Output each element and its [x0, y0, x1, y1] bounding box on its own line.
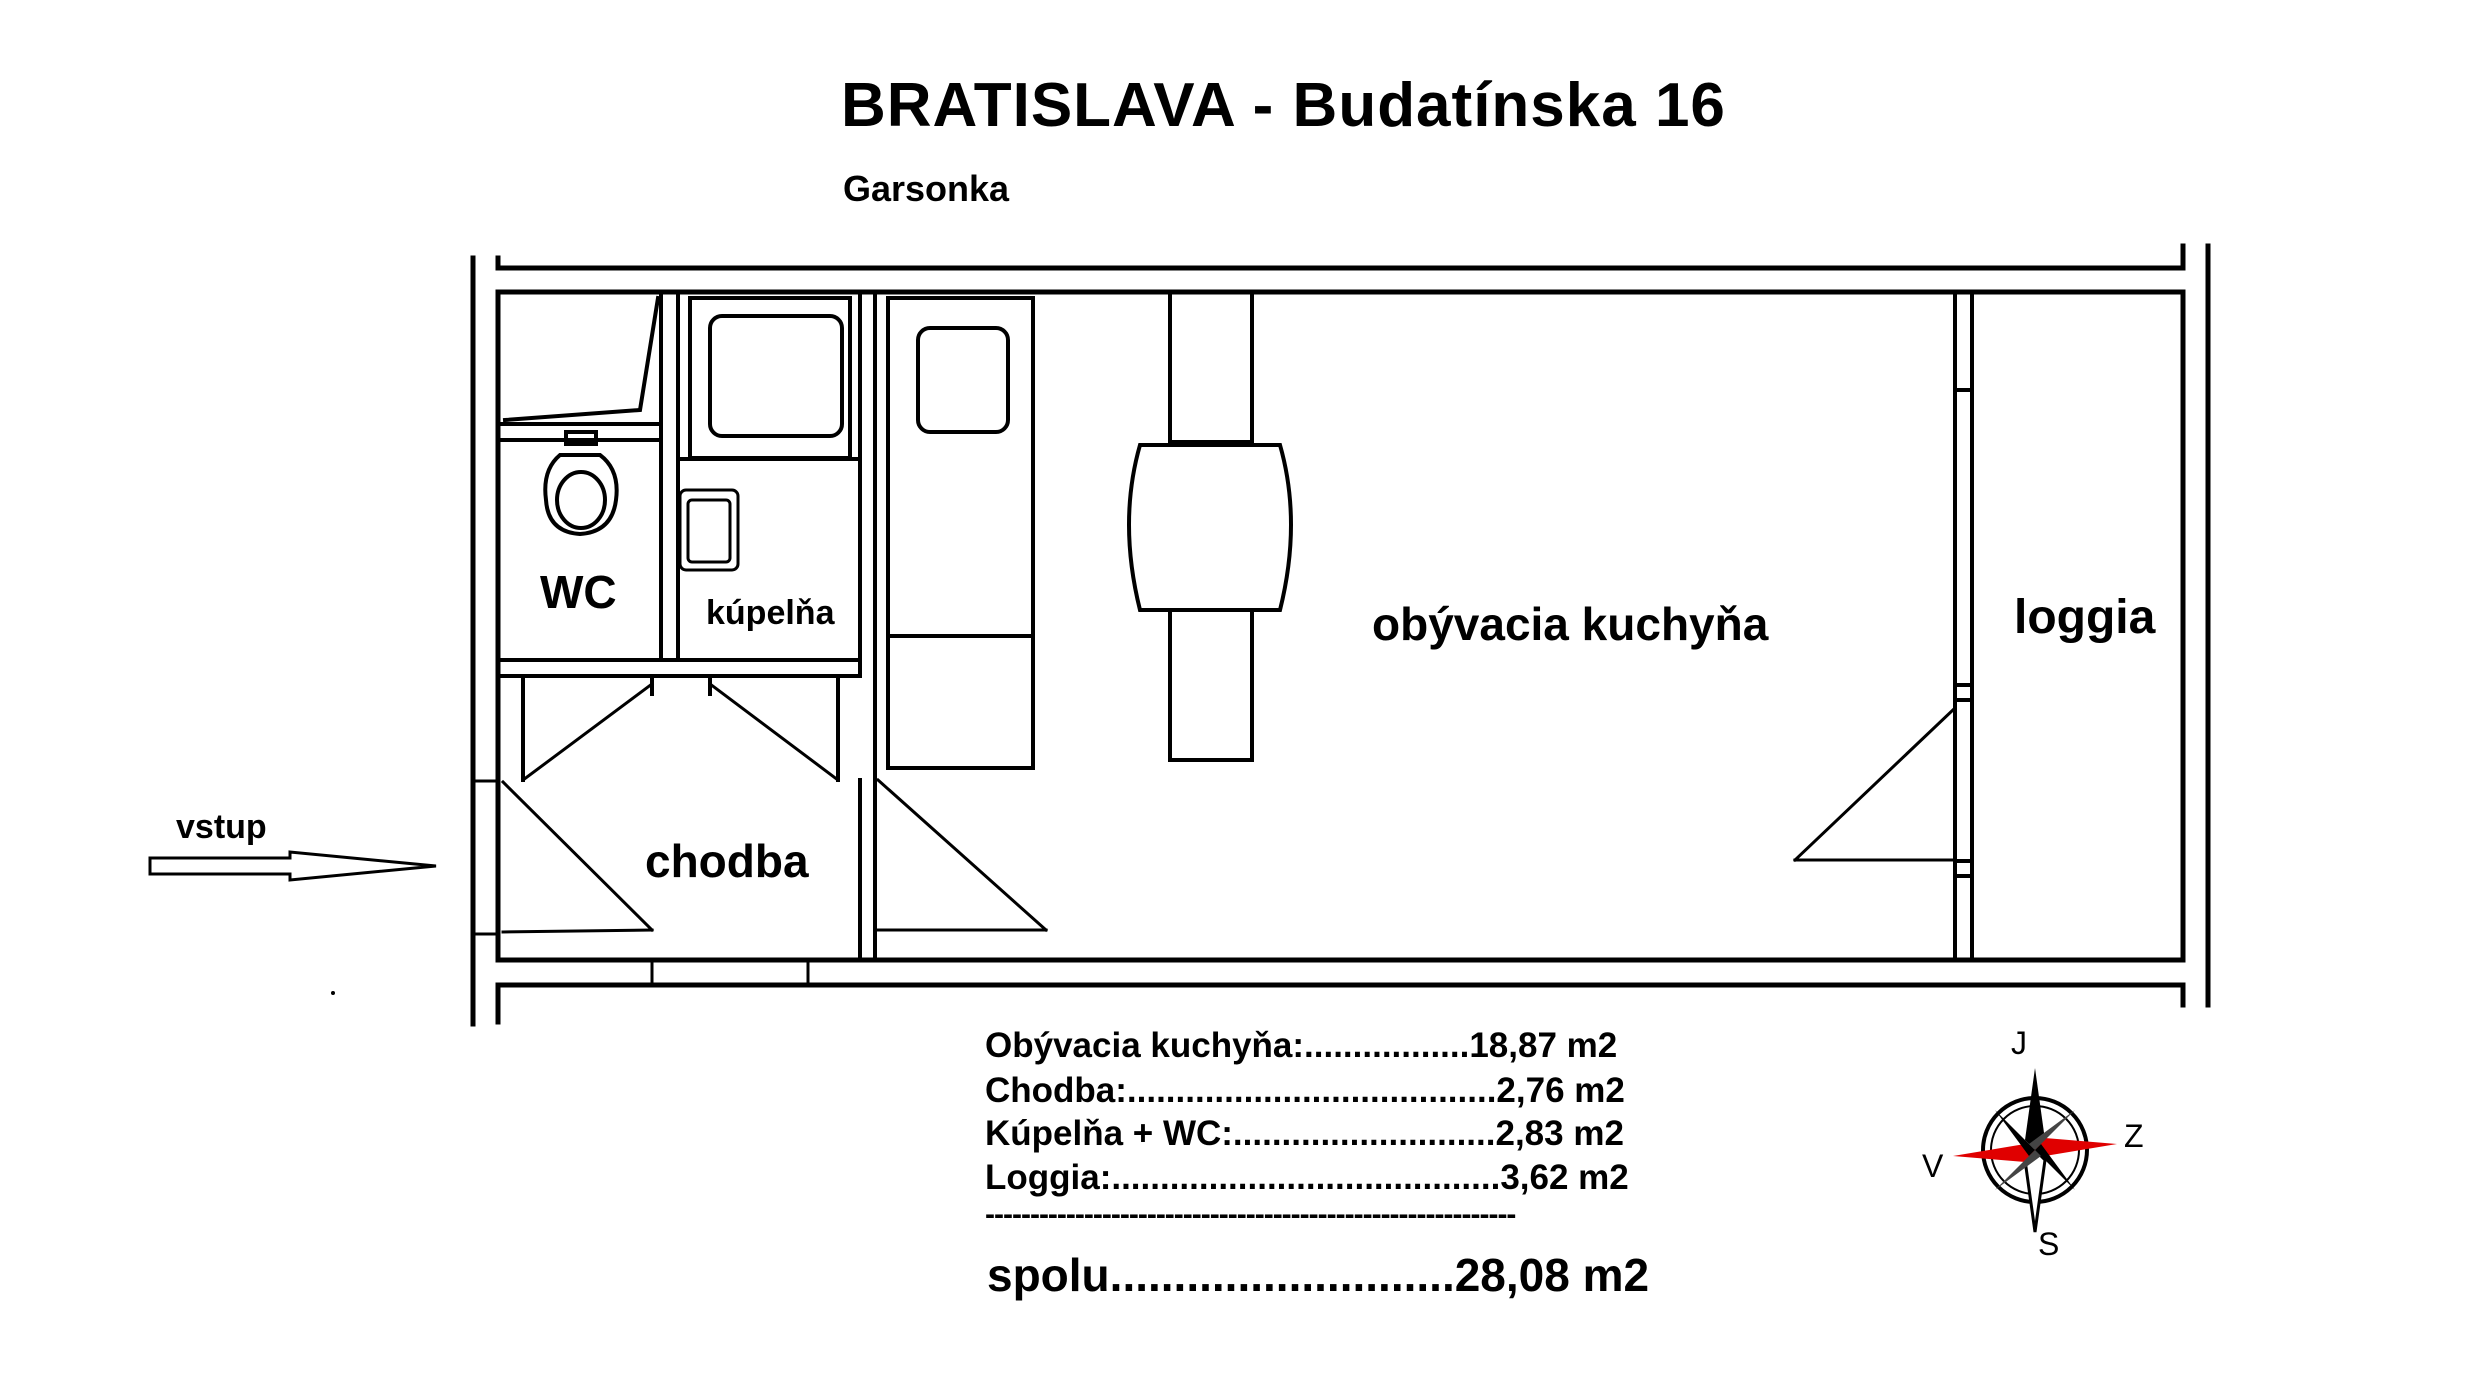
area-total: spolu...........................28,08 m2 [987, 1249, 1650, 1301]
entrance-door [471, 779, 810, 987]
page-title: BRATISLAVA - Budatínska 16 [841, 71, 1726, 140]
room-label-wc: WC [540, 566, 617, 618]
shower-panel [502, 295, 661, 423]
entrance-label: vstup [176, 808, 267, 846]
room-label-loggia: loggia [2014, 591, 2156, 644]
compass-label-v: V [1922, 1148, 1944, 1184]
entrance-arrow [148, 850, 437, 882]
compass-label-s: S [2038, 1226, 2060, 1262]
area-row: Loggia:.................................… [985, 1158, 1629, 1197]
door-swings [500, 681, 1958, 934]
toilet [543, 430, 619, 537]
page-subtitle: Garsonka [843, 168, 1010, 209]
area-row: Obývacia kuchyňa:.................18,87 … [985, 1026, 1618, 1065]
dining-table [1127, 290, 1293, 762]
compass-label-j: J [2011, 1025, 2027, 1061]
room-label-kupelna: kúpelňa [706, 594, 835, 632]
sink [678, 488, 740, 572]
area-row: Kúpelňa + WC:...........................… [985, 1114, 1624, 1153]
compass-rose [1953, 1068, 2117, 1233]
room-label-obyvacia: obývacia kuchyňa [1372, 598, 1769, 650]
area-row: Chodba:.................................… [985, 1071, 1625, 1110]
kitchen-counter [886, 296, 1035, 770]
area-separator: ----------------------------------------… [985, 1198, 1516, 1231]
interior-walls [499, 290, 1974, 962]
bathtub [688, 296, 852, 460]
outer-walls [470, 243, 2211, 1027]
room-label-chodba: chodba [645, 835, 809, 887]
compass-label-z: Z [2124, 1118, 2144, 1154]
dot-mark [331, 991, 335, 995]
